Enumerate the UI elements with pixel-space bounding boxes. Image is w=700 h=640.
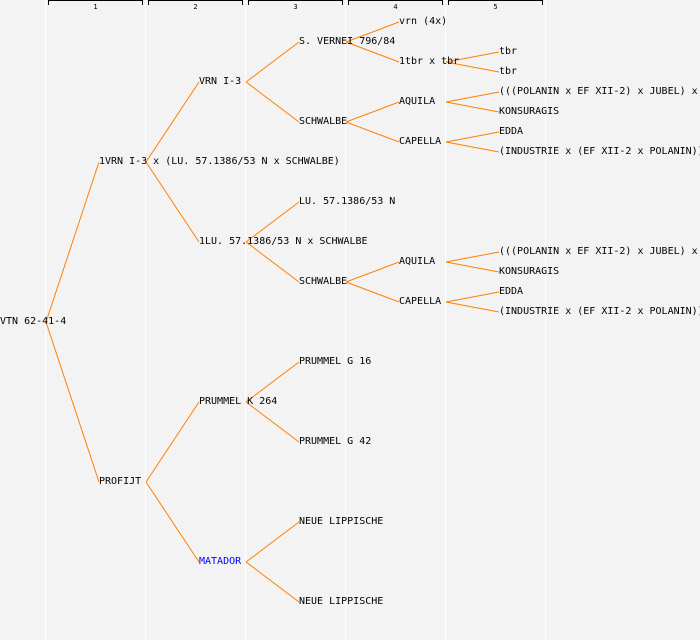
pedigree-node: CAPELLA — [399, 296, 442, 307]
pedigree-node: LU. 57.1386/53 N — [299, 196, 396, 207]
pedigree-edge — [45, 161, 100, 323]
pedigree-node: PRUMMEL K 264 — [199, 396, 278, 407]
pedigree-node: SCHWALBE — [299, 276, 348, 287]
pedigree-edge — [445, 291, 500, 303]
pedigree-edge — [145, 81, 200, 163]
pedigree-node: CAPELLA — [399, 136, 442, 147]
pedigree-edge — [445, 141, 500, 153]
pedigree-edge — [345, 21, 400, 43]
pedigree-edge — [245, 201, 300, 243]
pedigree-node: tbr — [499, 46, 518, 57]
pedigree-node: NEUE LIPPISCHE — [299, 516, 384, 527]
pedigree-edge — [345, 41, 400, 63]
pedigree-edge — [445, 261, 500, 273]
column-separator — [345, 0, 346, 640]
pedigree-node: PRUMMEL G 16 — [299, 356, 372, 367]
pedigree-node: (INDUSTRIE x (EF XII-2 x POLANIN)) — [499, 146, 700, 157]
pedigree-node: PROFIJT — [99, 476, 142, 487]
pedigree-node: EDDA — [499, 126, 524, 137]
generation-number: 1 — [93, 3, 98, 11]
pedigree-edge — [45, 321, 100, 483]
pedigree-edge — [245, 361, 300, 403]
pedigree-node: vrn (4x) — [399, 16, 448, 27]
column-separator — [145, 0, 146, 640]
pedigree-edge — [145, 161, 200, 243]
pedigree-edge — [345, 281, 400, 303]
pedigree-edge — [145, 401, 200, 483]
pedigree-edge — [345, 261, 400, 283]
pedigree-node: 1VRN I-3 x (LU. 57.1386/53 N x SCHWALBE) — [99, 156, 340, 167]
pedigree-edge — [245, 561, 300, 603]
pedigree-edge — [245, 241, 300, 283]
pedigree-edge — [445, 131, 500, 143]
pedigree-node: NEUE LIPPISCHE — [299, 596, 384, 607]
generation-number: 2 — [193, 3, 198, 11]
pedigree-edge — [445, 61, 500, 73]
pedigree-node: SCHWALBE — [299, 116, 348, 127]
pedigree-node: (INDUSTRIE x (EF XII-2 x POLANIN)) — [499, 306, 700, 317]
generation-bracket: 4 — [348, 0, 443, 11]
pedigree-node: PRUMMEL G 42 — [299, 436, 372, 447]
column-separator — [45, 0, 46, 640]
pedigree-edge — [245, 81, 300, 123]
pedigree-edge — [345, 101, 400, 123]
pedigree-edge — [245, 41, 300, 83]
pedigree-node: 1LU. 57.1386/53 N x SCHWALBE — [199, 236, 368, 247]
pedigree-node: AQUILA — [399, 256, 436, 267]
pedigree-node: S. VERNEI 796/84 — [299, 36, 396, 47]
pedigree-root: VTN 62-41-4 — [0, 316, 67, 327]
pedigree-edge — [145, 481, 200, 563]
pedigree-edge — [245, 401, 300, 443]
generation-bracket: 2 — [148, 0, 243, 11]
pedigree-node: tbr — [499, 66, 518, 77]
pedigree-edge — [245, 521, 300, 563]
column-separator — [245, 0, 246, 640]
pedigree-node: KONSURAGIS — [499, 106, 560, 117]
generation-bracket: 1 — [48, 0, 143, 11]
pedigree-edge — [445, 101, 500, 113]
pedigree-edge — [445, 51, 500, 63]
pedigree-node: KONSURAGIS — [499, 266, 560, 277]
generation-bracket: 3 — [248, 0, 343, 11]
pedigree-edge — [445, 251, 500, 263]
pedigree-node: EDDA — [499, 286, 524, 297]
pedigree-edge — [345, 121, 400, 143]
generation-number: 4 — [393, 3, 398, 11]
pedigree-node: AQUILA — [399, 96, 436, 107]
generation-bracket: 5 — [448, 0, 543, 11]
pedigree-node: (((POLANIN x EF XII-2) x JUBEL) x — [499, 246, 698, 257]
pedigree-node: 1tbr x tbr — [399, 56, 460, 67]
generation-number: 3 — [293, 3, 298, 11]
pedigree-node[interactable]: MATADOR — [199, 556, 242, 567]
column-separator — [545, 0, 546, 640]
pedigree-node: (((POLANIN x EF XII-2) x JUBEL) x — [499, 86, 698, 97]
column-separator — [445, 0, 446, 640]
pedigree-edge — [445, 301, 500, 313]
pedigree-node: VRN I-3 — [199, 76, 242, 87]
pedigree-edge — [445, 91, 500, 103]
generation-number: 5 — [493, 3, 498, 11]
